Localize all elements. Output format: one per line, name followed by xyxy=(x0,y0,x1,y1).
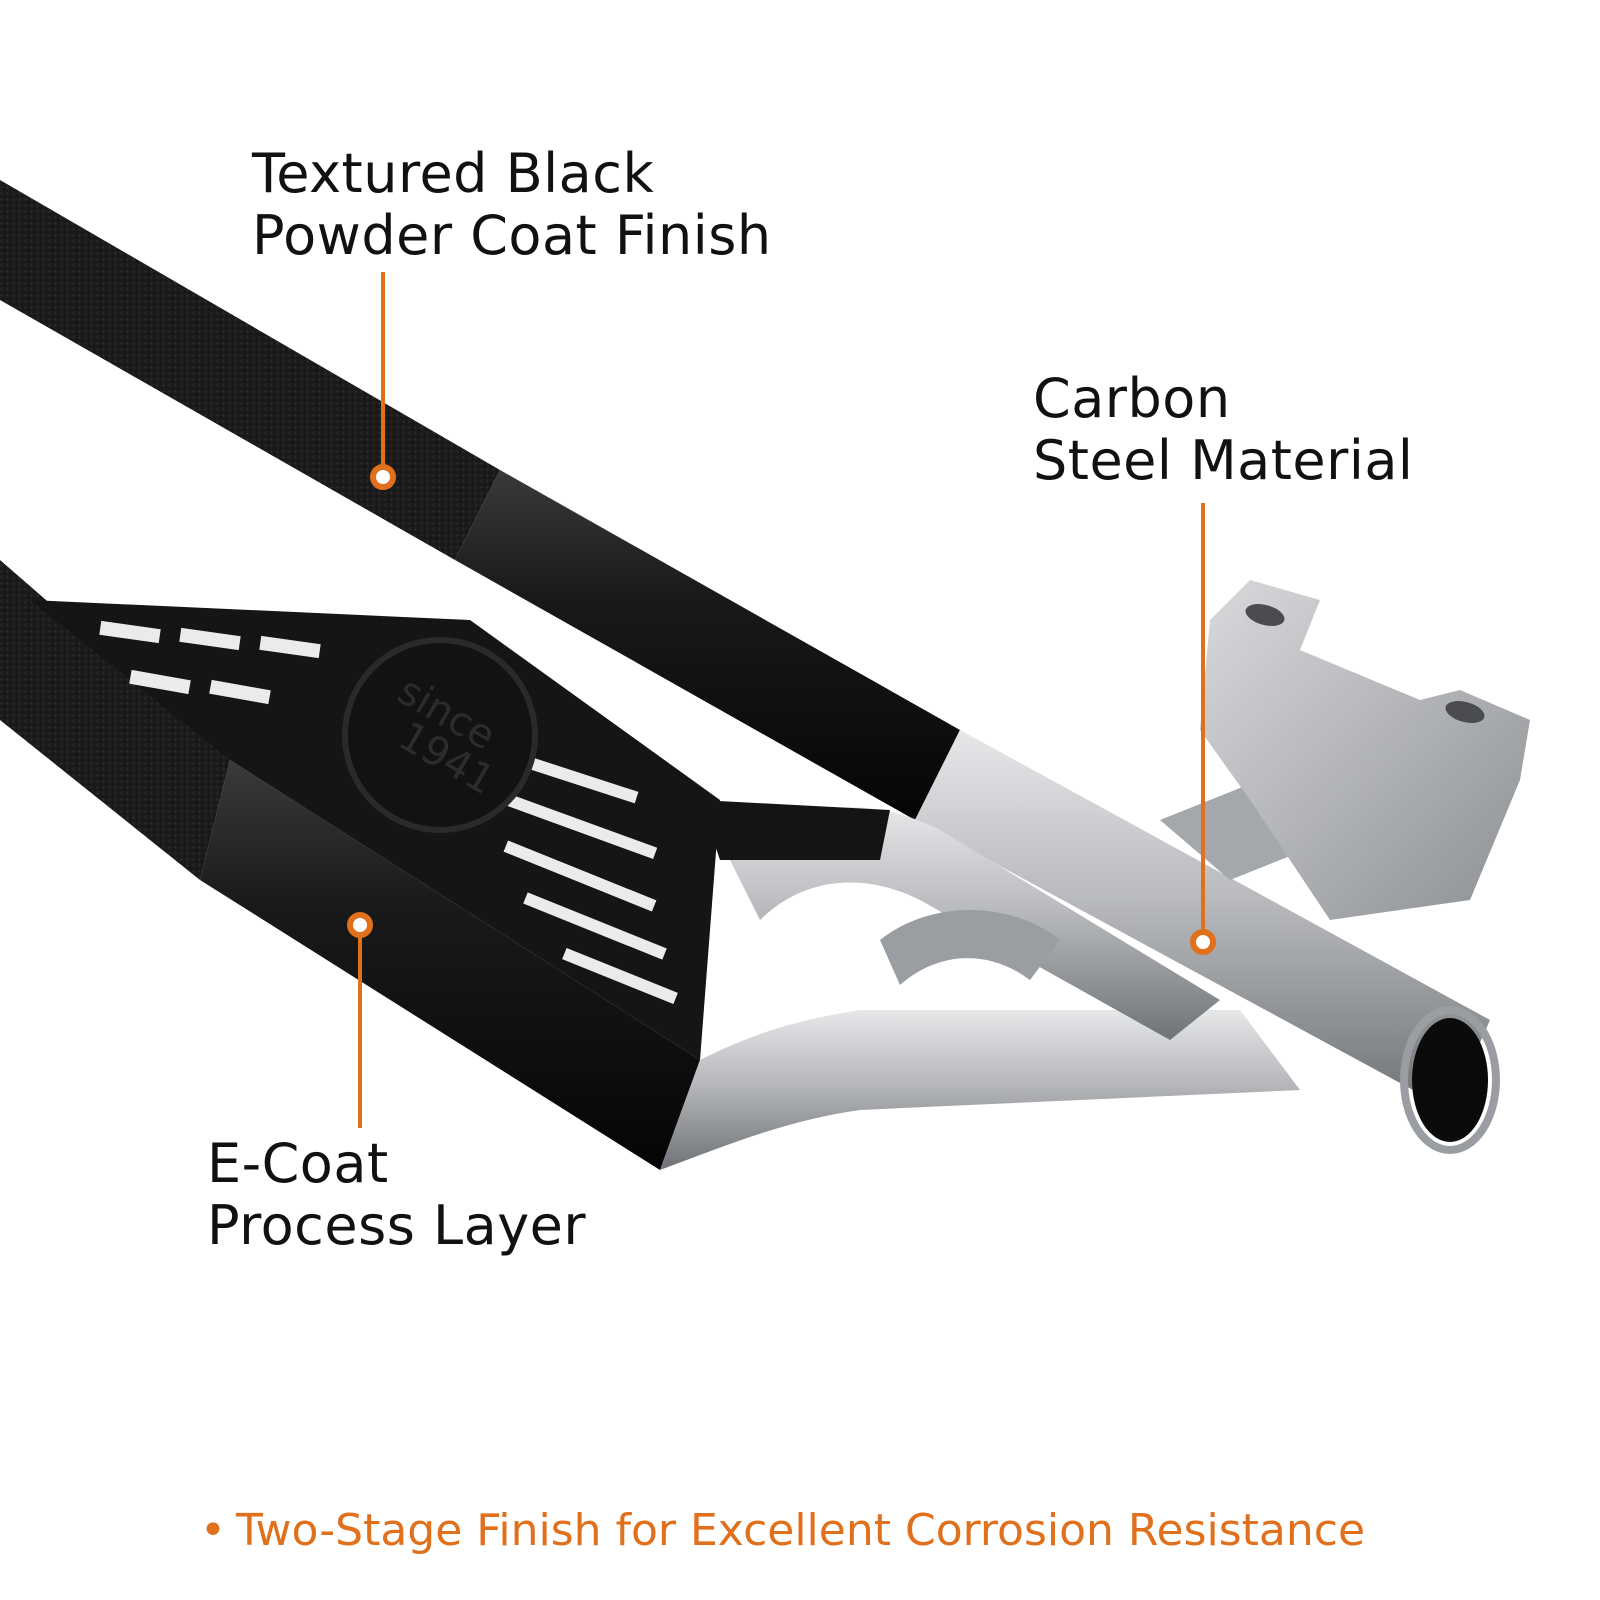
mounting-bracket xyxy=(1160,580,1530,920)
callout-e-coat-line2: Process Layer xyxy=(207,1194,587,1257)
footer-bullet: • xyxy=(200,1505,226,1556)
callout-leaders xyxy=(347,272,1216,1128)
powder-coat-marker-dot xyxy=(370,464,396,490)
step-pad: since 1941 xyxy=(30,600,720,1060)
footer-tagline: •Two-Stage Finish for Excellent Corrosio… xyxy=(200,1505,1365,1557)
e-coat-marker-dot xyxy=(347,912,373,938)
tube-end-opening xyxy=(1412,1018,1488,1142)
callout-powder-coat-line1: Textured Black xyxy=(252,142,655,205)
callout-powder-coat: Textured Black Powder Coat Finish xyxy=(252,143,772,267)
callout-e-coat-line1: E-Coat xyxy=(207,1132,389,1195)
callout-carbon-steel: Carbon Steel Material xyxy=(1033,368,1413,492)
callout-powder-coat-line2: Powder Coat Finish xyxy=(252,204,772,267)
callout-carbon-steel-line1: Carbon xyxy=(1033,367,1231,430)
callout-carbon-steel-line2: Steel Material xyxy=(1033,429,1414,492)
callout-e-coat: E-Coat Process Layer xyxy=(207,1133,586,1257)
carbon-steel-marker-dot xyxy=(1190,929,1216,955)
cross-tubes xyxy=(700,800,1220,1040)
lower-rail xyxy=(0,560,1300,1170)
footer-text: Two-Stage Finish for Excellent Corrosion… xyxy=(235,1505,1366,1556)
